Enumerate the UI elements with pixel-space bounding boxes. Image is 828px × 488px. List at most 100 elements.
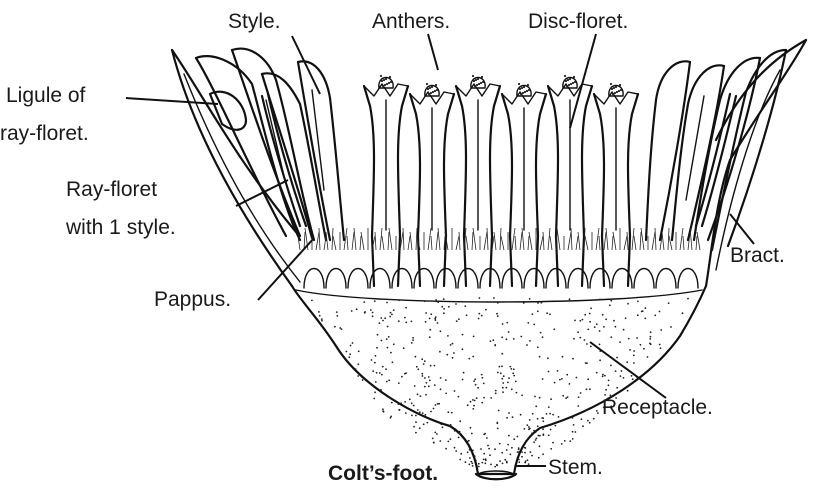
stipple-dot [364,311,366,313]
stipple-dot [640,344,642,346]
anther-dot [383,79,385,81]
stipple-dot [550,429,552,431]
stipple-dot [400,402,402,404]
stipple-dot [650,343,652,345]
stipple-dot [384,317,386,319]
stipple-dot [603,326,605,328]
stipple-dot [562,356,564,358]
stipple-dot [387,326,389,328]
stipple-dot [481,315,483,317]
stipple-dot [436,433,438,435]
anther-dot [613,87,615,89]
anther-dot [524,91,526,93]
anther-dot [430,92,432,94]
stipple-dot [382,366,384,368]
stipple-dot [572,358,574,360]
stipple-dot [405,372,407,374]
stipple-dot [504,459,506,461]
stipple-dot [374,391,376,393]
stipple-dot [436,300,438,302]
stipple-dot [412,337,414,339]
anther-dot [472,75,474,77]
stipple-dot [599,359,601,361]
stipple-dot [513,368,515,370]
stipple-dot [650,336,652,338]
stipple-dot [363,301,365,303]
stipple-dot [381,374,383,376]
stipple-dot [561,378,563,380]
pappus-hair [388,232,389,250]
stipple-dot [472,399,474,401]
stipple-dot [626,361,628,363]
stipple-dot [623,329,625,331]
stipple-dot [471,462,473,464]
stipple-dot [520,336,522,338]
stipple-dot [536,438,538,440]
stipple-dot [566,374,568,376]
pappus-hair [680,228,683,250]
stipple-dot [636,337,638,339]
stipple-dot [433,442,435,444]
stipple-dot [579,320,581,322]
stipple-dot [469,457,471,459]
pappus-hair [500,228,501,250]
anther-dot [428,93,430,95]
stipple-dot [417,409,419,411]
pappus-hair [501,236,504,250]
label-bract: Bract. [730,244,785,267]
stipple-dot [341,328,343,330]
pappus-hair [543,232,544,250]
stipple-dot [388,336,390,338]
stipple-dot [481,374,483,376]
stipple-dot [575,431,577,433]
stipple-dot [527,459,529,461]
stipple-dot [542,336,544,338]
stipple-dot [501,353,503,355]
stipple-dot [548,435,550,437]
pappus-hair [319,228,320,250]
pappus-hair [512,228,515,250]
stipple-dot [541,302,543,304]
stipple-dot [539,356,541,358]
stipple-dot [390,312,392,314]
stipple-dot [539,435,541,437]
stipple-dot [483,383,485,385]
stipple-dot [569,298,571,300]
stipple-dot [389,316,391,318]
stipple-dot [602,314,604,316]
stipple-dot [462,334,464,336]
stipple-dot [452,357,454,359]
stipple-dot [428,376,430,378]
stipple-dot [555,425,557,427]
anther-dot [435,84,437,86]
stipple-dot [535,405,537,407]
stipple-dot [659,311,661,313]
stipple-dot [380,389,382,391]
stipple-dot [476,397,478,399]
stipple-dot [533,441,535,443]
stipple-dot [375,355,377,357]
stipple-dot [380,317,382,319]
stipple-dot [530,451,532,453]
stipple-dot [524,452,526,454]
stipple-dot [473,380,475,382]
stipple-dot [437,322,439,324]
stipple-dot [455,303,457,305]
stipple-dot [447,411,449,413]
stipple-dot [599,330,601,332]
disc-florets [364,84,638,286]
pappus-hair [568,232,571,250]
label-disc-floret: Disc-floret. [528,10,628,33]
anther-dot [429,87,431,89]
stipple-dot [577,405,579,407]
stipple-dot [351,310,353,312]
pappus-hair [484,232,487,250]
stipple-dot [627,390,629,392]
stipple-dot [432,438,434,440]
stipple-dot [616,357,618,359]
stipple-dot [593,418,595,420]
stipple-dot [513,375,515,377]
stipple-dot [501,452,503,454]
stipple-dot [531,455,533,457]
receptacle [292,286,706,474]
